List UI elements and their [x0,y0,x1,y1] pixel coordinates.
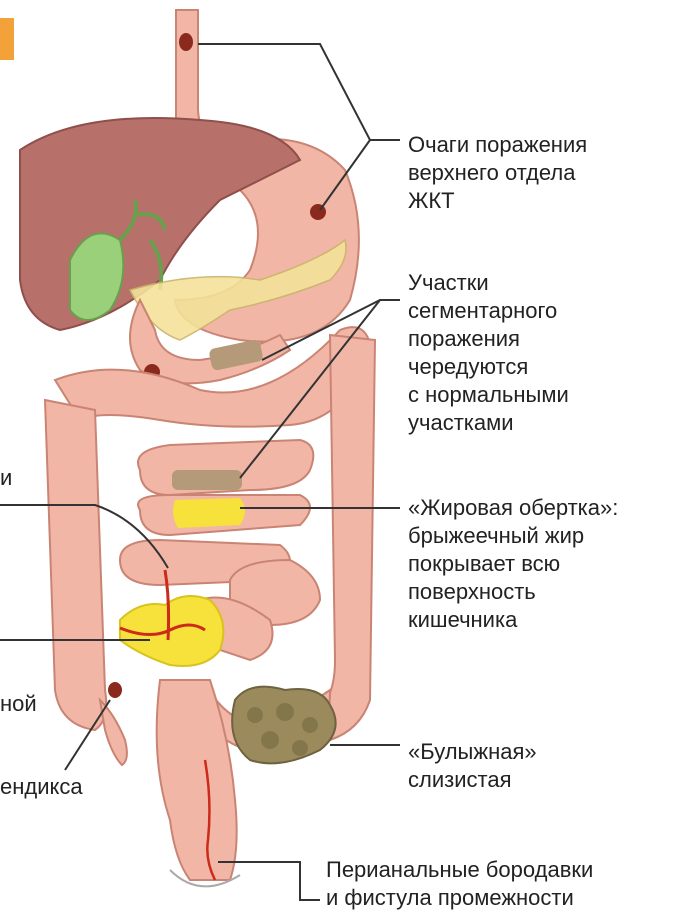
label-segmental-lesions: Участки сегментарного поражения чередуют… [408,269,569,437]
label-left-cut-2: ной [0,690,37,718]
label-line: «Булыжная» [408,738,537,766]
label-line: Очаги поражения [408,131,587,159]
label-line: покрывает всю [408,550,618,578]
label-line: поверхность [408,578,618,606]
lesion-esophagus [179,33,193,51]
lesion-cecum [108,682,122,698]
cobblestone-mucosa [232,687,335,764]
label-line: «Жировая обертка»: [408,494,618,522]
label-left-cut-1: и [0,464,12,492]
label-line: слизистая [408,766,537,794]
label-line: с нормальными [408,381,569,409]
label-left-cut-3: ендикса [0,773,83,801]
label-line: сегментарного [408,297,569,325]
label-line: Перианальные бородавки [326,856,593,884]
diseased-segment-ileum [172,470,242,490]
label-line: Участки [408,269,569,297]
label-line: кишечника [408,606,618,634]
label-line: участками [408,409,569,437]
label-perianal: Перианальные бородавки и фистула промежн… [326,856,593,912]
fat-wrap-small [173,498,245,528]
fat-wrap-ileum [120,596,223,666]
label-line: поражения [408,325,569,353]
label-line: верхнего отдела [408,159,587,187]
label-line: брыжеечный жир [408,522,618,550]
label-line: и [0,464,12,492]
label-fat-wrap: «Жировая обертка»: брыжеечный жир покрыв… [408,494,618,634]
label-line: ной [0,690,37,718]
label-line: чередуются [408,353,569,381]
label-line: ендикса [0,773,83,801]
label-upper-gi-lesions: Очаги поражения верхнего отдела ЖКТ [408,131,587,215]
label-cobblestone: «Булыжная» слизистая [408,738,537,794]
label-line: ЖКТ [408,187,587,215]
label-line: и фистула промежности [326,884,593,912]
